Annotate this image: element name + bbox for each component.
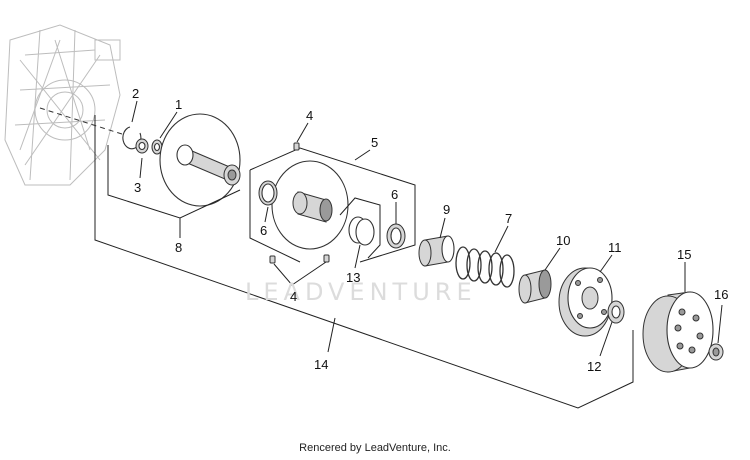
leader-3	[139, 157, 143, 179]
callout-11: 11	[608, 240, 622, 255]
axis-dashed-line	[39, 107, 126, 136]
clutch-assembly	[558, 267, 613, 337]
callout-9: 9	[443, 202, 450, 217]
slider-ring-left	[258, 180, 278, 206]
leader-14	[327, 317, 336, 353]
leader-4-bottom	[273, 261, 327, 286]
callout-6-right: 6	[391, 187, 398, 202]
leader-2	[131, 100, 138, 123]
leader-13	[354, 244, 361, 269]
callout-4-bottom: 4	[290, 289, 297, 304]
movable-half-pulley	[271, 160, 349, 250]
bearing-part	[135, 138, 149, 154]
leader-5	[354, 149, 371, 161]
callout-13: 13	[346, 270, 360, 285]
bracket-5	[249, 147, 416, 263]
bracket-8	[107, 145, 241, 219]
callout-8: 8	[175, 240, 182, 255]
bracket-13	[339, 197, 381, 259]
watermark-text: LEADVENTURE	[245, 278, 477, 306]
leader-11	[599, 254, 613, 273]
leader-1	[159, 111, 178, 139]
seal-part	[151, 139, 163, 155]
leader-16	[717, 304, 723, 344]
sleeve-part	[418, 235, 455, 267]
end-nut-part	[708, 343, 724, 361]
callout-10: 10	[556, 233, 570, 248]
leader-9	[439, 217, 446, 239]
crankcase-housing-ghost	[4, 24, 121, 186]
o-ring-b	[355, 218, 375, 246]
pin-left	[269, 255, 276, 264]
callout-12: 12	[587, 359, 601, 374]
callout-5: 5	[371, 135, 378, 150]
callout-3: 3	[134, 180, 141, 195]
callout-2: 2	[132, 86, 139, 101]
callout-1: 1	[175, 97, 182, 112]
leader-7	[494, 225, 509, 253]
pin-right	[323, 254, 330, 263]
pin-top	[293, 142, 300, 151]
slider-ring-right	[386, 223, 406, 249]
callout-15: 15	[677, 247, 691, 262]
callout-6-left: 6	[260, 223, 267, 238]
callout-7: 7	[505, 211, 512, 226]
leader-12	[599, 321, 613, 357]
fixed-half-pulley	[159, 113, 241, 207]
spacer-part	[518, 269, 552, 304]
callout-14: 14	[314, 357, 328, 372]
footer-credit: Rencered by LeadVenture, Inc.	[299, 442, 451, 454]
leader-4-top	[296, 122, 309, 143]
clutch-bell	[642, 291, 714, 373]
bracket-14	[94, 115, 634, 409]
leader-6-left	[264, 206, 269, 223]
bracket-5-left	[249, 170, 301, 263]
callout-4-top: 4	[306, 108, 313, 123]
callout-16: 16	[714, 287, 728, 302]
leader-10	[544, 247, 561, 271]
nut-part	[607, 300, 625, 324]
spring-part	[455, 246, 515, 288]
